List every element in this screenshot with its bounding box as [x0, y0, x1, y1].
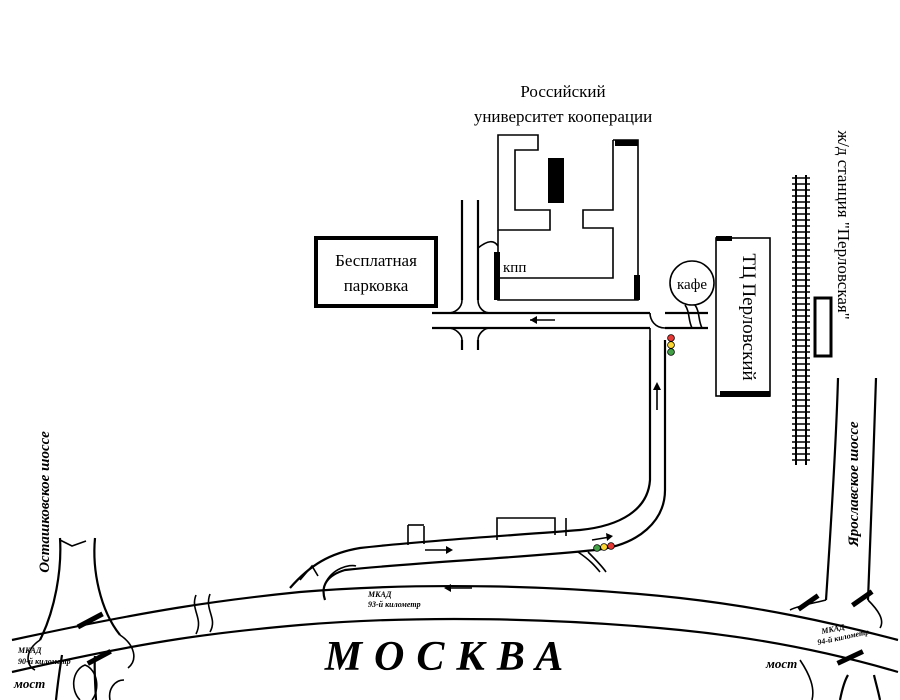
traffic-light-upper	[667, 334, 675, 356]
university-name-line2: университет кооперации	[474, 107, 652, 126]
university-name-line1: Российский	[520, 82, 605, 101]
yaroslavskoe-label: Ярославское шоссе	[846, 421, 862, 547]
parking-label-line2: парковка	[344, 276, 409, 295]
bridge-label-left: мост	[13, 676, 45, 691]
cafe-label: кафе	[677, 277, 707, 293]
mkad-93-line1: МКАД	[367, 590, 392, 599]
station-label: ж/д станция "Перловская"	[834, 129, 853, 319]
ostashkovskoe-label: Осташковское шоссе	[37, 431, 53, 573]
university-building	[494, 134, 640, 301]
mall-label: ТЦ Перловский	[738, 253, 759, 380]
mkad-90-line1: МКАД	[17, 646, 42, 655]
parking-area	[314, 236, 438, 308]
checkpoint-label: кпп	[503, 260, 526, 276]
mkad-90-line2: 90-й километр	[18, 657, 71, 666]
traffic-light-lower	[593, 542, 615, 552]
mall-building	[715, 236, 771, 397]
city-label: МОСКВА	[324, 634, 576, 680]
yaroslavskoe-highway	[789, 377, 883, 700]
mkad-93-line2: 93-й километр	[368, 600, 421, 609]
bridge-label-right: мост	[765, 656, 797, 671]
access-road	[289, 340, 667, 601]
cafe	[669, 260, 715, 306]
railway	[792, 175, 810, 465]
station-platform	[813, 296, 833, 358]
ostashkovskoe-highway	[27, 537, 135, 700]
route-arrows	[425, 316, 661, 592]
parking-label-line1: Бесплатная	[335, 251, 417, 270]
mkad-road	[11, 584, 899, 674]
upper-road	[432, 200, 708, 350]
